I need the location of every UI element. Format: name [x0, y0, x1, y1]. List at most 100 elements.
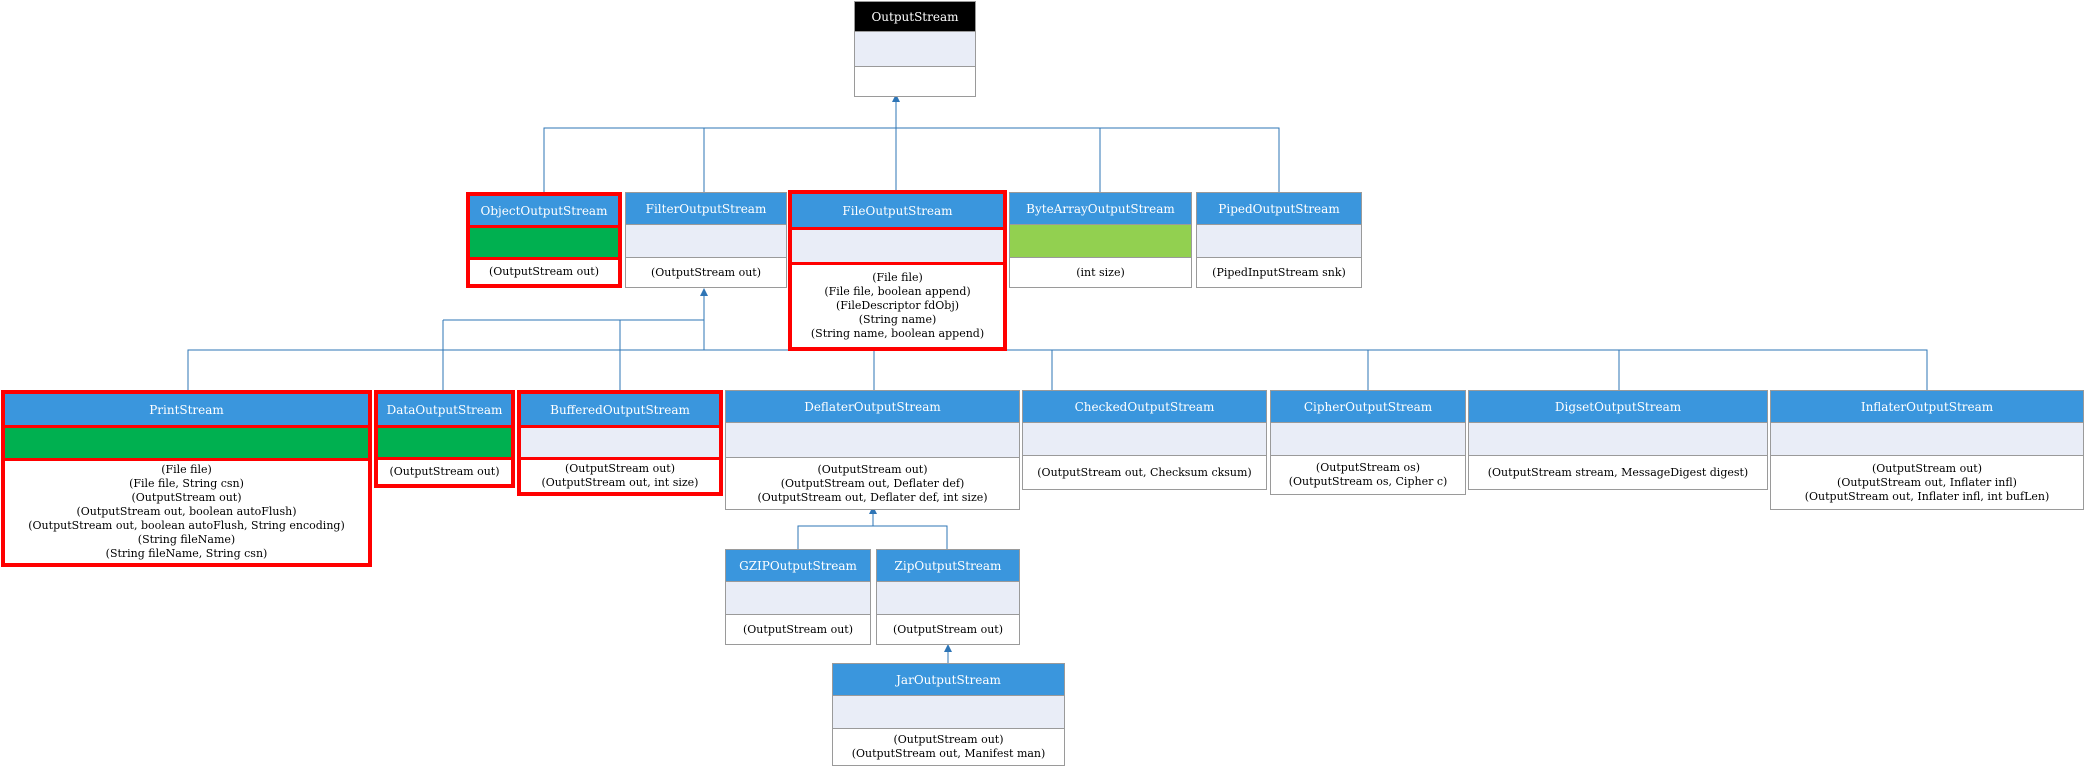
- class-gzipoutputstream[interactable]: GZIPOutputStream (OutputStream out): [725, 549, 871, 645]
- class-cipheroutputstream-title: CipherOutputStream: [1271, 391, 1465, 422]
- class-digsetoutputstream-title: DigsetOutputStream: [1469, 391, 1767, 422]
- constructor-line: (String name, boolean append): [810, 327, 985, 340]
- class-pipedoutputstream-title: PipedOutputStream: [1197, 193, 1361, 224]
- class-gzipoutputstream-constructors: (OutputStream out): [726, 614, 870, 644]
- constructor-line: (OutputStream out, Deflater def, int siz…: [757, 490, 988, 504]
- class-printstream[interactable]: PrintStream (File file) (File file, Stri…: [1, 390, 372, 567]
- constructor-line: (OutputStream out): [489, 265, 599, 278]
- class-deflateroutputstream[interactable]: DeflaterOutputStream (OutputStream out) …: [725, 390, 1020, 510]
- constructor-line: (OutputStream os, Cipher c): [1288, 475, 1448, 488]
- class-checkedoutputstream[interactable]: CheckedOutputStream (OutputStream out, C…: [1022, 390, 1267, 490]
- class-cipheroutputstream-attributes: [1271, 422, 1465, 455]
- class-inflateroutputstream-title: InflaterOutputStream: [1771, 391, 2083, 422]
- class-outputstream[interactable]: OutputStream: [854, 1, 976, 97]
- class-objectoutputstream-constructors: (OutputStream out): [470, 257, 618, 284]
- constructor-line: (OutputStream out, Inflater infl, int bu…: [1804, 489, 2050, 503]
- constructor-line: (File file, String csn): [129, 477, 244, 490]
- class-jaroutputstream-constructors: (OutputStream out) (OutputStream out, Ma…: [833, 728, 1064, 765]
- class-pipedoutputstream[interactable]: PipedOutputStream (PipedInputStream snk): [1196, 192, 1362, 288]
- connector-deflateroutputstream-subclasses: [797, 510, 948, 549]
- class-zipoutputstream-title: ZipOutputStream: [877, 550, 1019, 581]
- constructor-line: (PipedInputStream snk): [1212, 265, 1346, 279]
- constructor-line: (OutputStream out): [893, 622, 1003, 636]
- constructor-line: (OutputStream out): [131, 491, 242, 504]
- class-objectoutputstream[interactable]: ObjectOutputStream (OutputStream out): [466, 192, 622, 288]
- class-printstream-constructors: (File file) (File file, String csn) (Out…: [5, 458, 368, 563]
- class-objectoutputstream-title: ObjectOutputStream: [470, 196, 618, 225]
- constructor-line: (OutputStream out): [389, 465, 500, 478]
- class-jaroutputstream-title: JarOutputStream: [833, 664, 1064, 695]
- constructor-line: (OutputStream out, Deflater def): [780, 476, 965, 490]
- connector-filteroutputstream-subclasses: [187, 292, 1928, 390]
- class-cipheroutputstream-constructors: (OutputStream os) (OutputStream os, Ciph…: [1271, 455, 1465, 494]
- class-bytearrayoutputstream-attributes: [1010, 224, 1191, 257]
- class-checkedoutputstream-title: CheckedOutputStream: [1023, 391, 1266, 422]
- class-inflateroutputstream-attributes: [1771, 422, 2083, 455]
- class-gzipoutputstream-attributes: [726, 581, 870, 614]
- class-bytearrayoutputstream-title: ByteArrayOutputStream: [1010, 193, 1191, 224]
- class-checkedoutputstream-constructors: (OutputStream out, Checksum cksum): [1023, 455, 1266, 489]
- class-dataoutputstream-attributes: [378, 425, 511, 457]
- class-pipedoutputstream-constructors: (PipedInputStream snk): [1197, 257, 1361, 287]
- class-outputstream-constructors: [855, 66, 975, 96]
- class-fileoutputstream-constructors: (File file) (File file, boolean append) …: [792, 262, 1003, 347]
- constructor-line: (OutputStream out): [817, 462, 928, 476]
- class-deflateroutputstream-constructors: (OutputStream out) (OutputStream out, De…: [726, 457, 1019, 509]
- constructor-line: (int size): [1076, 265, 1125, 279]
- class-zipoutputstream-constructors: (OutputStream out): [877, 614, 1019, 644]
- constructor-line: (OutputStream out, Checksum cksum): [1037, 465, 1252, 479]
- class-bufferedoutputstream-constructors: (OutputStream out) (OutputStream out, in…: [521, 457, 719, 492]
- constructor-line: (OutputStream out): [651, 265, 761, 279]
- class-deflateroutputstream-attributes: [726, 422, 1019, 457]
- class-inflateroutputstream[interactable]: InflaterOutputStream (OutputStream out) …: [1770, 390, 2084, 510]
- class-cipheroutputstream[interactable]: CipherOutputStream (OutputStream os) (Ou…: [1270, 390, 1466, 495]
- constructor-line: (String name): [858, 313, 937, 326]
- class-zipoutputstream-attributes: [877, 581, 1019, 614]
- class-dataoutputstream-constructors: (OutputStream out): [378, 457, 511, 484]
- class-bufferedoutputstream-title: BufferedOutputStream: [521, 394, 719, 425]
- class-inflateroutputstream-constructors: (OutputStream out) (OutputStream out, In…: [1771, 455, 2083, 509]
- class-digsetoutputstream[interactable]: DigsetOutputStream (OutputStream stream,…: [1468, 390, 1768, 490]
- class-bytearrayoutputstream-constructors: (int size): [1010, 257, 1191, 287]
- class-dataoutputstream[interactable]: DataOutputStream (OutputStream out): [374, 390, 515, 488]
- constructor-line: (FileDescriptor fdObj): [835, 299, 960, 312]
- class-outputstream-attributes: [855, 31, 975, 66]
- class-pipedoutputstream-attributes: [1197, 224, 1361, 257]
- class-filteroutputstream[interactable]: FilterOutputStream (OutputStream out): [625, 192, 787, 288]
- class-printstream-title: PrintStream: [5, 394, 368, 425]
- class-zipoutputstream[interactable]: ZipOutputStream (OutputStream out): [876, 549, 1020, 645]
- constructor-line: (OutputStream os): [1315, 461, 1421, 474]
- constructor-line: (OutputStream out, boolean autoFlush): [76, 505, 297, 518]
- class-printstream-attributes: [5, 425, 368, 458]
- class-fileoutputstream-title: FileOutputStream: [792, 194, 1003, 227]
- constructor-line: (OutputStream out, int size): [541, 476, 699, 489]
- constructor-line: (OutputStream stream, MessageDigest dige…: [1487, 465, 1749, 479]
- class-digsetoutputstream-constructors: (OutputStream stream, MessageDigest dige…: [1469, 455, 1767, 489]
- class-fileoutputstream-attributes: [792, 227, 1003, 262]
- class-bufferedoutputstream[interactable]: BufferedOutputStream (OutputStream out) …: [517, 390, 723, 496]
- constructor-line: (OutputStream out): [743, 622, 853, 636]
- class-digsetoutputstream-attributes: [1469, 422, 1767, 455]
- class-checkedoutputstream-attributes: [1023, 422, 1266, 455]
- connector-outputstream-subclasses: [543, 98, 1280, 193]
- constructor-line: (String fileName): [137, 533, 236, 546]
- class-deflateroutputstream-title: DeflaterOutputStream: [726, 391, 1019, 422]
- constructor-line: (File file): [872, 271, 923, 284]
- class-objectoutputstream-attributes: [470, 225, 618, 257]
- constructor-line: (File file, boolean append): [824, 285, 971, 298]
- connector-objectoutputstream-dataoutputstream: [442, 319, 621, 390]
- class-bytearrayoutputstream[interactable]: ByteArrayOutputStream (int size): [1009, 192, 1192, 288]
- constructor-line: (OutputStream out, Manifest man): [851, 747, 1046, 760]
- class-filteroutputstream-title: FilterOutputStream: [626, 193, 786, 224]
- constructor-line: (OutputStream out, Inflater infl): [1837, 475, 2017, 489]
- constructor-line: (OutputStream out, boolean autoFlush, St…: [28, 519, 345, 532]
- class-gzipoutputstream-title: GZIPOutputStream: [726, 550, 870, 581]
- class-jaroutputstream[interactable]: JarOutputStream (OutputStream out) (Outp…: [832, 663, 1065, 766]
- class-fileoutputstream[interactable]: FileOutputStream (File file) (File file,…: [788, 190, 1007, 351]
- constructor-line: (OutputStream out): [565, 462, 675, 475]
- class-dataoutputstream-title: DataOutputStream: [378, 394, 511, 425]
- class-filteroutputstream-attributes: [626, 224, 786, 257]
- class-filteroutputstream-constructors: (OutputStream out): [626, 257, 786, 287]
